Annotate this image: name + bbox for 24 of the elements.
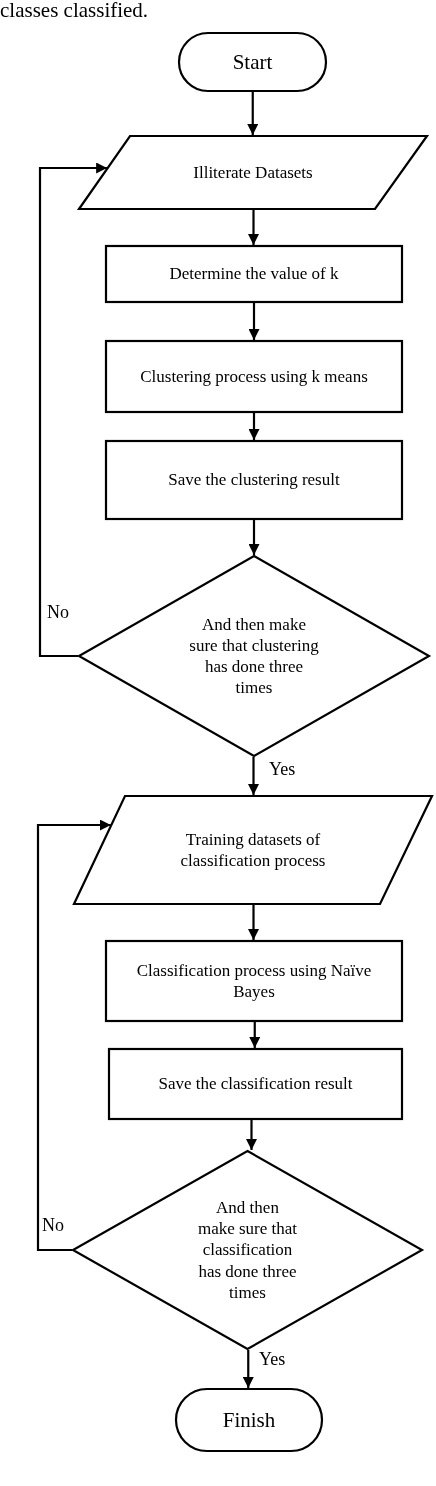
process-box: Determine the value of k: [105, 245, 403, 303]
terminal-box: Start: [178, 32, 327, 92]
arrow: [246, 1120, 257, 1150]
decision-diamond: And then make sure that classification has done three times: [72, 1150, 423, 1350]
data-parallelogram: Illiterate Datasets: [78, 135, 428, 210]
decision-diamond: And then make sure that clustering has done three times: [78, 555, 430, 757]
arrow: [248, 210, 259, 245]
arrow: [242, 1350, 254, 1388]
arrow: [247, 92, 259, 135]
process-box: Classification process using Naïve Bayes: [105, 940, 403, 1022]
arrow: [36, 819, 111, 1252]
arrow: [249, 1022, 261, 1048]
arrow: [248, 413, 260, 440]
data-parallelogram: Training datasets of classification process: [73, 795, 433, 905]
process-box: Save the clustering result: [105, 440, 403, 520]
body-text: classes classified.: [0, 0, 149, 21]
process-box: Save the classification result: [108, 1048, 403, 1120]
process-box: Clustering process using k means: [105, 340, 403, 413]
arrow: [248, 757, 259, 795]
terminal-box: Finish: [175, 1388, 323, 1452]
arrow: [38, 162, 108, 658]
arrow: [248, 520, 260, 555]
arrow: [248, 905, 259, 940]
arrow: [248, 303, 260, 340]
